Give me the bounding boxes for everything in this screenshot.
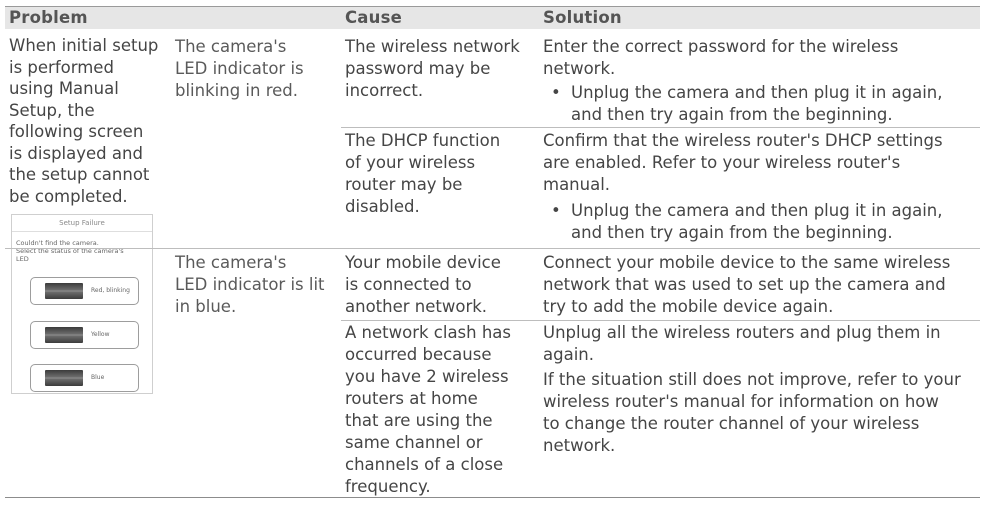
led-thumbnail xyxy=(45,283,83,299)
header-problem: Problem xyxy=(9,8,88,27)
option-label: Yellow xyxy=(91,331,110,338)
solution-text-line: are enabled. Refer to your wireless rout… xyxy=(543,153,901,172)
solution-text-line: Connect your mobile device to the same w… xyxy=(543,253,951,272)
option-red-blinking: Red, blinking xyxy=(30,277,139,305)
cause-text-line: The wireless network xyxy=(345,37,520,56)
solution-cell: Connect your mobile device to the same w… xyxy=(543,252,980,318)
problem-text-line: using Manual xyxy=(9,79,119,98)
bullet-text-line: Unplug the camera and then plug it in ag… xyxy=(571,83,943,102)
option-yellow: Yellow xyxy=(30,321,139,349)
led-thumbnail xyxy=(45,327,83,343)
screenshot-message: Couldn't find the camera. Select the sta… xyxy=(16,239,150,263)
cause-text-line: that are using the xyxy=(345,411,493,430)
indicator-text-line: LED indicator is xyxy=(175,59,304,78)
row-divider xyxy=(341,320,980,321)
solution-text-line: network. xyxy=(543,59,616,78)
header-solution: Solution xyxy=(543,8,622,27)
indicator-text-line: The camera's xyxy=(175,37,287,56)
screenshot-message-line: Select the status of the camera's xyxy=(16,247,124,255)
cause-text-line: frequency. xyxy=(345,477,431,496)
solution-text-line: try to add the mobile device again. xyxy=(543,297,834,316)
problem-text-line: the setup cannot xyxy=(9,165,150,184)
solution-text-line: network that was used to set up the came… xyxy=(543,275,946,294)
cause-text-line: incorrect. xyxy=(345,81,424,100)
bullet-text-line: and then try again from the beginning. xyxy=(571,105,893,124)
cause-cell: The wireless network password may be inc… xyxy=(345,36,535,102)
screenshot-message-line: Couldn't find the camera. xyxy=(16,239,99,247)
cause-text-line: router may be xyxy=(345,175,463,194)
cause-cell: A network clash has occurred because you… xyxy=(345,322,535,498)
indicator-text-line: The camera's xyxy=(175,253,287,272)
solution-cell: Enter the correct password for the wirel… xyxy=(543,36,980,126)
row-divider xyxy=(341,127,980,128)
cause-text-line: A network clash has xyxy=(345,323,512,342)
bullet-text-line: and then try again from the beginning. xyxy=(571,223,893,242)
problem-text-line: following screen xyxy=(9,122,144,141)
indicator-text-line: in blue. xyxy=(175,297,237,316)
screenshot-title: Setup Failure xyxy=(12,215,152,232)
problem-cell: When initial setup is performed using Ma… xyxy=(9,35,169,207)
solution-text-line: wireless router's manual for information… xyxy=(543,392,939,411)
problem-text-line: is displayed and xyxy=(9,143,143,163)
solution-text-line: Unplug all the wireless routers and plug… xyxy=(543,323,941,342)
solution-text-line: Enter the correct password for the wirel… xyxy=(543,37,899,56)
table-bottom-rule xyxy=(5,497,980,498)
indicator-text-line: LED indicator is lit xyxy=(175,275,325,294)
solution-text-line: manual. xyxy=(543,175,611,194)
bullet-item: Unplug the camera and then plug it in ag… xyxy=(543,82,980,126)
cause-text-line: Your mobile device xyxy=(345,253,501,272)
solution-text-line: again. xyxy=(543,345,594,364)
cause-text-line: of your wireless xyxy=(345,153,476,172)
led-thumbnail xyxy=(45,370,83,386)
indicator-text-line: blinking in red. xyxy=(175,81,298,100)
cause-text-line: The DHCP function xyxy=(345,131,501,150)
solution-text-line: Confirm that the wireless router's DHCP … xyxy=(543,131,943,150)
bullet-text-line: Unplug the camera and then plug it in ag… xyxy=(571,201,943,220)
header-cause: Cause xyxy=(345,8,403,27)
solution-followup: If the situation still does not improve,… xyxy=(543,369,980,457)
bullet-item: Unplug the camera and then plug it in ag… xyxy=(543,200,980,244)
screenshot-message-line: LED xyxy=(16,255,29,263)
option-label: Red, blinking xyxy=(91,287,130,294)
indicator-cell-red: The camera's LED indicator is blinking i… xyxy=(175,36,335,102)
solution-text-line: network. xyxy=(543,436,616,455)
solution-text-line: If the situation still does not improve,… xyxy=(543,370,961,389)
table-header: Problem Cause Solution xyxy=(5,6,980,29)
cause-text-line: routers at home xyxy=(345,389,478,408)
indicator-cell-blue: The camera's LED indicator is lit in blu… xyxy=(175,252,340,318)
cause-text-line: another network. xyxy=(345,297,488,316)
cause-text-line: channels of a close xyxy=(345,455,504,474)
solution-cell: Unplug all the wireless routers and plug… xyxy=(543,322,980,457)
cause-cell: Your mobile device is connected to anoth… xyxy=(345,252,535,318)
option-label: Blue xyxy=(91,374,105,381)
problem-text-line: be completed. xyxy=(9,186,128,206)
cause-text-line: password may be xyxy=(345,59,491,78)
cause-text-line: you have 2 wireless xyxy=(345,367,509,386)
problem-text-line: When initial setup xyxy=(9,36,159,55)
cause-cell: The DHCP function of your wireless route… xyxy=(345,130,535,218)
cause-text-line: is connected to xyxy=(345,275,472,294)
solution-cell: Confirm that the wireless router's DHCP … xyxy=(543,130,980,244)
option-blue: Blue xyxy=(30,364,139,392)
cause-text-line: disabled. xyxy=(345,197,420,216)
cause-text-line: occurred because xyxy=(345,345,492,364)
group-divider xyxy=(5,248,980,249)
solution-text-line: to change the router channel of your wir… xyxy=(543,414,920,433)
problem-text-line: Setup, the xyxy=(9,100,95,120)
problem-text-line: is performed xyxy=(9,57,114,77)
cause-text-line: same channel or xyxy=(345,433,483,452)
setup-failure-screenshot: Setup Failure Couldn't find the camera. … xyxy=(11,214,153,394)
